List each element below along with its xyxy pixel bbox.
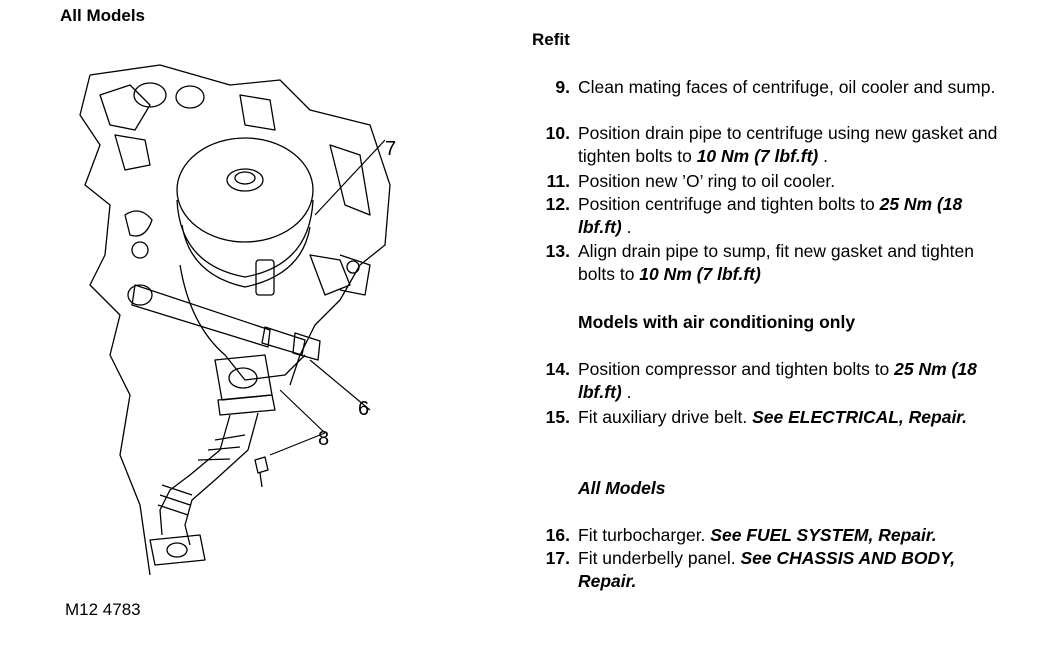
step-text-end: . xyxy=(818,146,828,166)
step-number: 17. xyxy=(545,548,570,568)
cross-reference: See ELECTRICAL, Repair. xyxy=(752,407,968,427)
subheading-all-models: All Models xyxy=(578,478,666,498)
step-number: 14. xyxy=(545,359,570,379)
torque-value: 25 Nm (18 lbf.ft) xyxy=(578,194,963,237)
cross-reference: See FUEL SYSTEM, Repair. xyxy=(710,525,937,545)
step-text: Align drain pipe to sump, fit new gasket… xyxy=(578,241,974,284)
step-text: Fit auxiliary drive belt. xyxy=(578,407,753,427)
step-number: 10. xyxy=(545,123,570,143)
step-14: 14. Position compressor and tighten bolt… xyxy=(530,358,1010,404)
step-text: Position centrifuge and tighten bolts to xyxy=(578,194,880,214)
step-text: Clean mating faces of centrifuge, oil co… xyxy=(578,77,996,97)
figure-caption: M12 4783 xyxy=(65,600,141,619)
step-15: 15. Fit auxiliary drive belt. See ELECTR… xyxy=(530,406,1010,429)
step-text-end: . xyxy=(621,217,632,237)
step-10: 10. Position drain pipe to centrifuge us… xyxy=(530,122,1010,168)
cross-reference: See CHASSIS AND BODY, Repair. xyxy=(578,548,956,591)
callout-7: 7 xyxy=(385,138,396,160)
callout-8: 8 xyxy=(318,428,329,450)
step-17: 17. Fit underbelly panel. See CHASSIS AN… xyxy=(530,547,1010,593)
step-text: Position new ’O’ ring to oil cooler. xyxy=(578,171,836,191)
callout-6: 6 xyxy=(358,398,369,420)
step-number: 13. xyxy=(545,241,570,261)
step-number: 9. xyxy=(555,77,570,97)
technical-illustration: 7 6 8 xyxy=(79,64,396,576)
step-text: Position compressor and tighten bolts to xyxy=(578,359,895,379)
step-number: 15. xyxy=(545,407,570,427)
step-12: 12. Position centrifuge and tighten bolt… xyxy=(530,193,1010,239)
step-number: 16. xyxy=(545,525,570,545)
step-9: 9. Clean mating faces of centrifuge, oil… xyxy=(530,76,1010,99)
subheading-aircon: Models with air conditioning only xyxy=(578,312,856,332)
torque-value: 10 Nm (7 lbf.ft) xyxy=(696,146,819,166)
left-heading: All Models xyxy=(60,6,146,25)
step-text: Position drain pipe to centrifuge using … xyxy=(578,123,998,166)
step-text: Fit turbocharger. xyxy=(578,525,711,545)
step-number: 12. xyxy=(545,194,570,214)
torque-value: 25 Nm (18 lbf.ft) xyxy=(578,359,977,402)
step-13: 13. Align drain pipe to sump, fit new ga… xyxy=(530,240,1010,286)
torque-value: 10 Nm (7 lbf.ft) xyxy=(639,264,761,284)
step-text: Fit underbelly panel. xyxy=(578,548,741,568)
step-text-end: . xyxy=(621,382,632,402)
step-16: 16. Fit turbocharger. See FUEL SYSTEM, R… xyxy=(530,524,1010,547)
step-number: 11. xyxy=(546,171,570,191)
section-heading: Refit xyxy=(532,30,570,49)
step-11: 11. Position new ’O’ ring to oil cooler. xyxy=(530,170,1010,193)
